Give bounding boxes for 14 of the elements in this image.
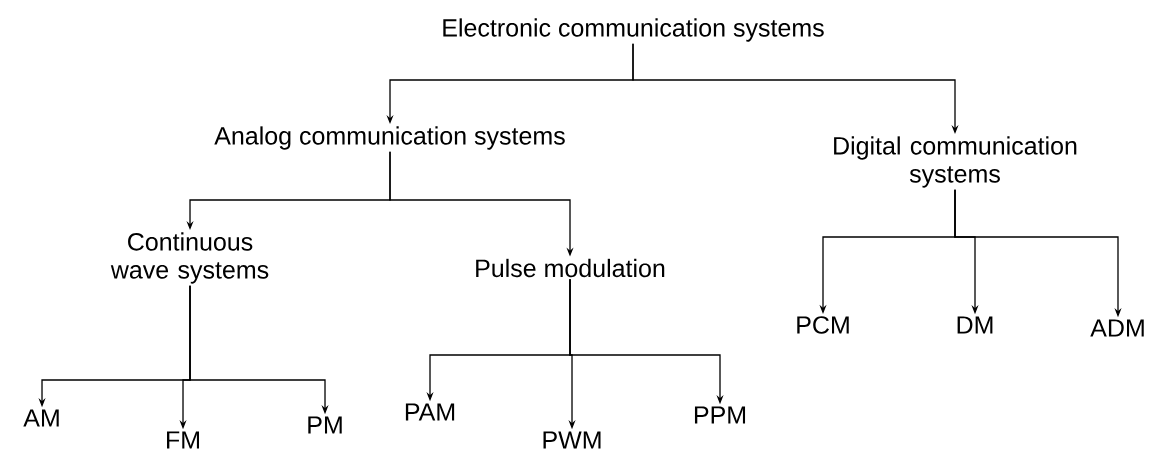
category-label: Pulse modulation	[476, 258, 665, 278]
category-label: Electronic communication systems	[443, 18, 824, 42]
category-label: ADM	[1090, 319, 1144, 337]
category-label: Digital communication systems	[834, 136, 1077, 188]
category-label: DM	[957, 316, 993, 334]
category-label: AM	[23, 409, 59, 427]
category-label: PWM	[543, 431, 601, 449]
category-label: PM	[308, 416, 342, 434]
category-label: PCM	[797, 316, 849, 334]
category-label: PPM	[694, 406, 746, 424]
category-label: Analog communication systems	[214, 126, 565, 150]
category-label: PAM	[405, 403, 455, 421]
category-label: FM	[167, 431, 199, 449]
category-label: Continuous wave systems	[110, 232, 269, 284]
